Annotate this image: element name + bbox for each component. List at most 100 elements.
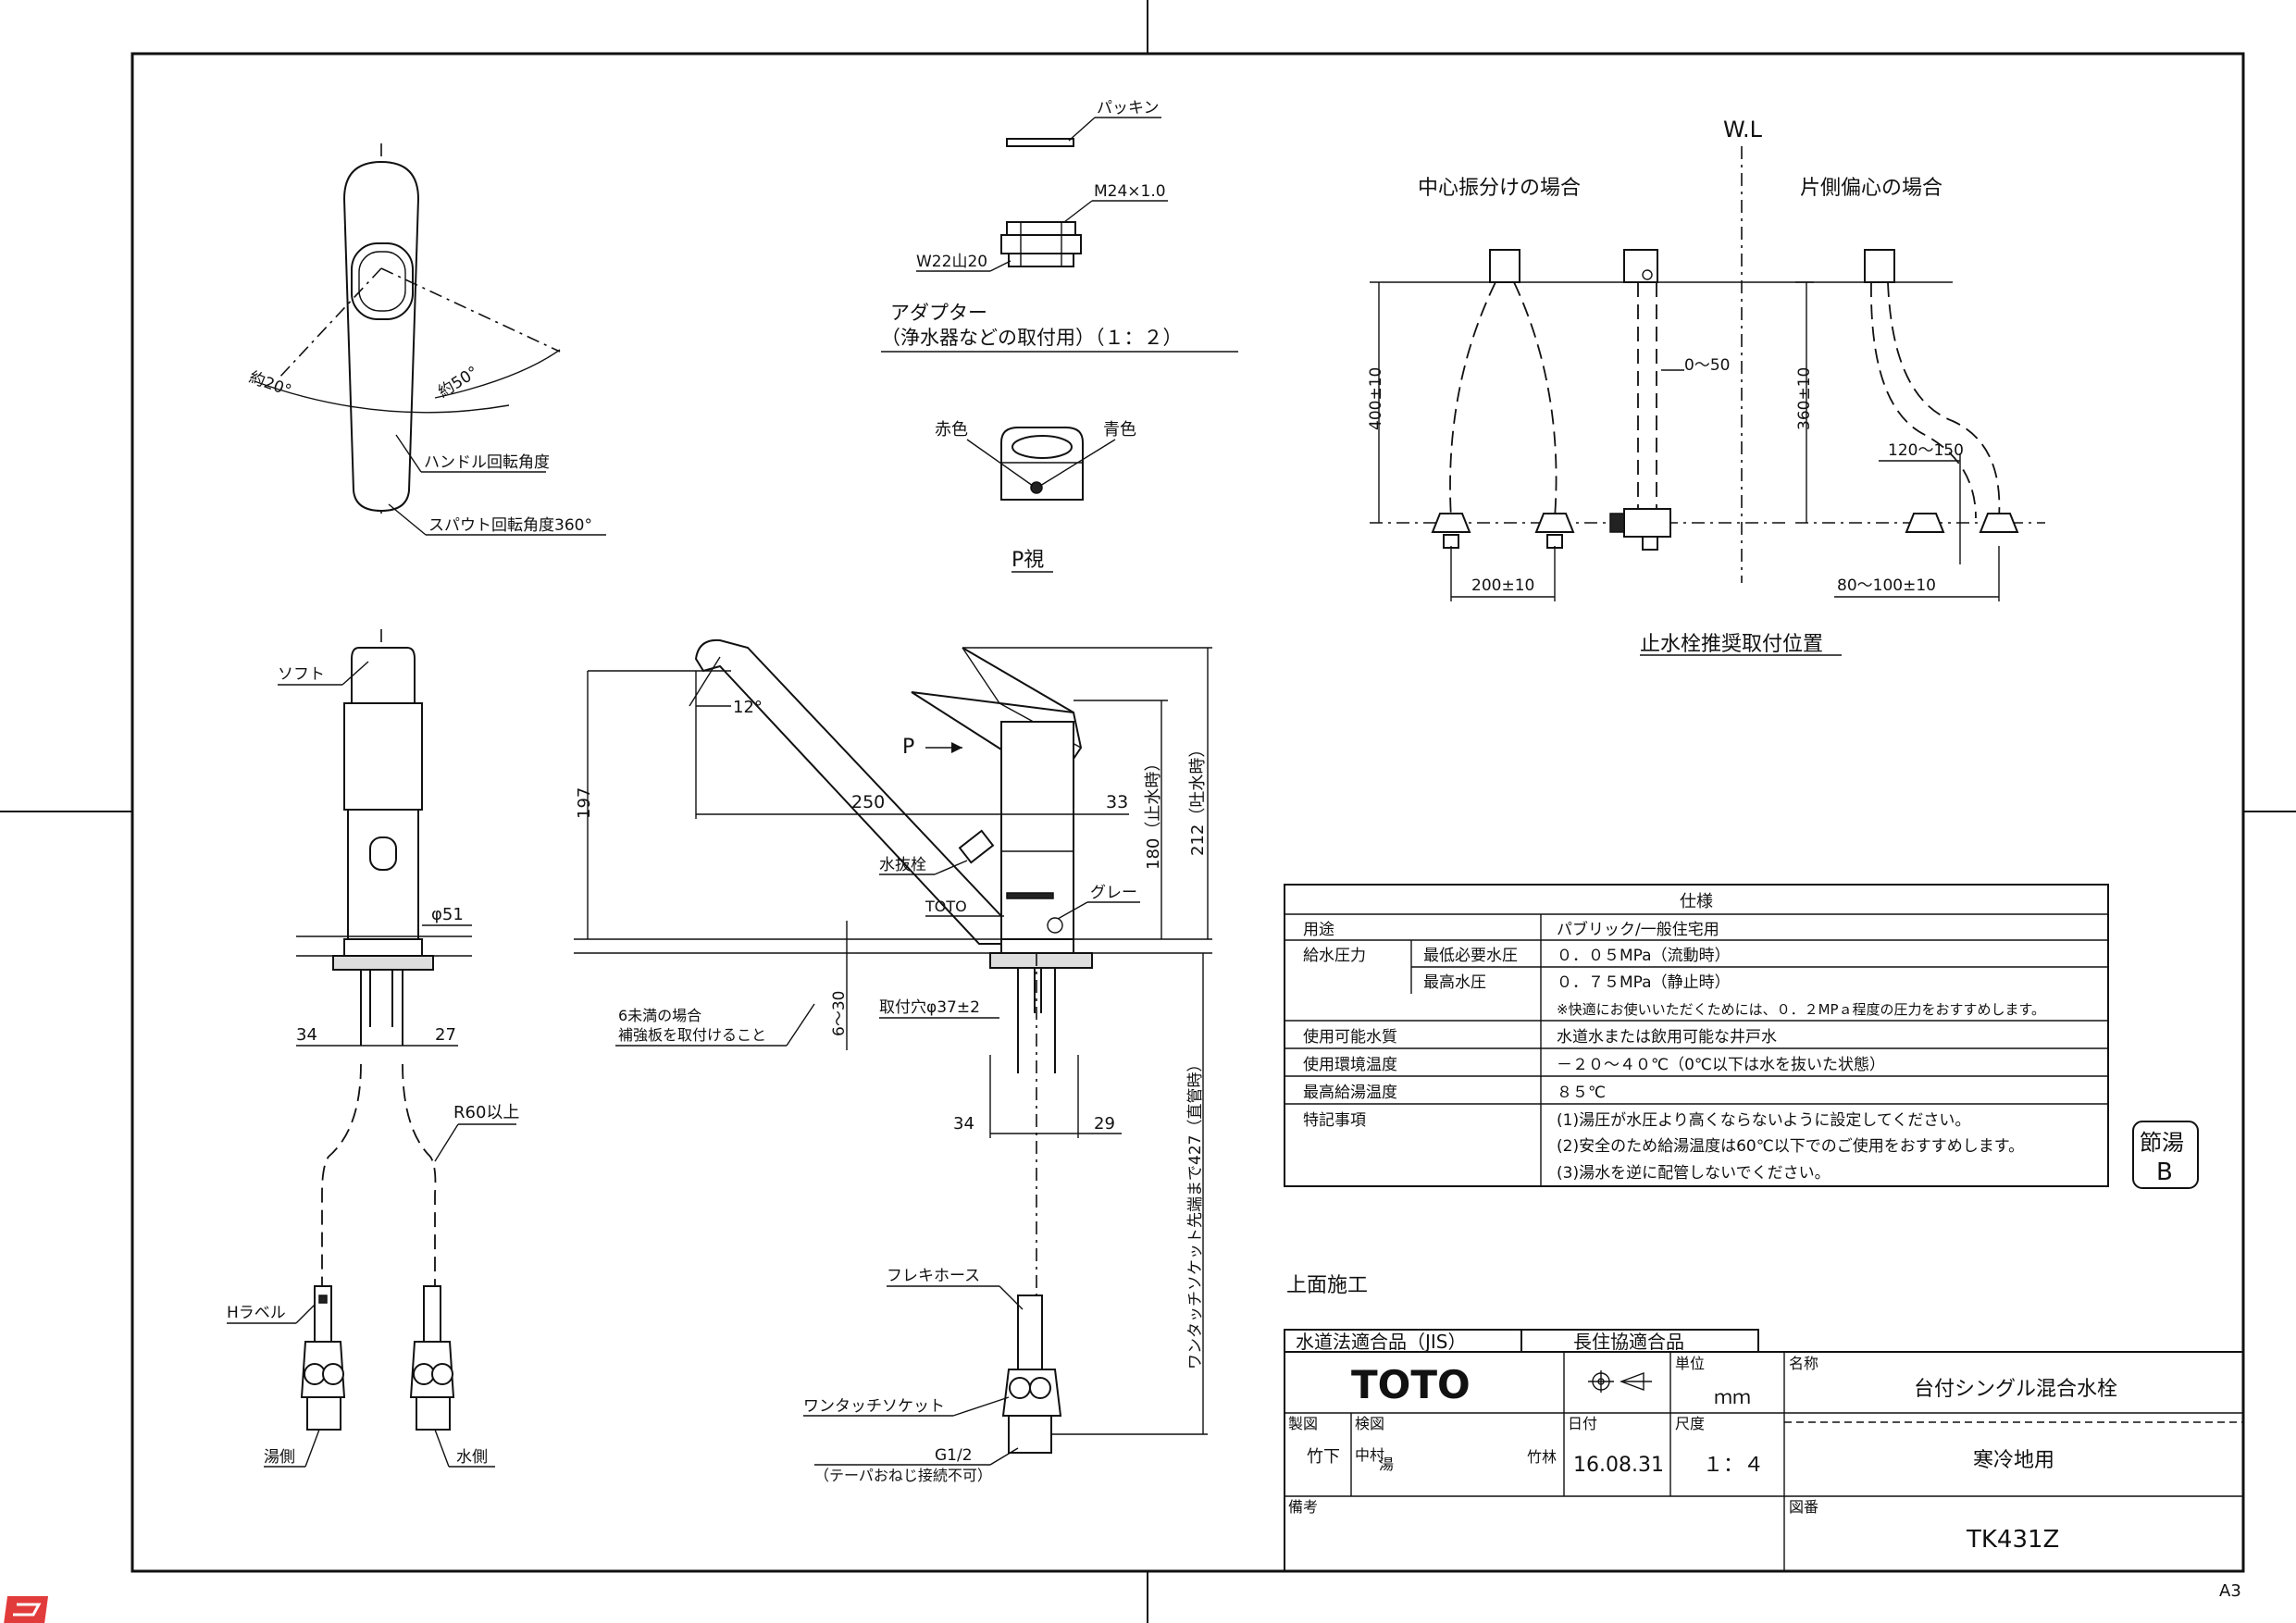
projection-symbol-icon — [1588, 1370, 1652, 1393]
spec-row-4-value: 水道水または飲用可能な井戸水 — [1557, 1028, 1777, 1047]
sheet-size-label: A3 — [2219, 1581, 2241, 1601]
dim-250: 250 — [851, 792, 885, 812]
drawn-label: 製図 — [1288, 1415, 1318, 1432]
dim-120-150: 120～150 — [1888, 441, 1964, 460]
angle-left-label: 約20° — [246, 368, 293, 401]
adapter-detail: パッキン M24×1.0 W22山20 アダプター （浄水器などの取付用）（１：… — [881, 99, 1238, 353]
angle-12-label: 12° — [733, 698, 763, 717]
front-view: φ51 34 27 ソフト R60以上 Hラベル 湯側 水側 — [227, 629, 519, 1468]
angle-right-label: 約50° — [435, 363, 482, 402]
spec-row-5-value: －２０～４０℃（0℃以下は水を抜いた状態） — [1557, 1056, 1885, 1074]
h-label: Hラベル — [227, 1304, 286, 1322]
unit-label: 単位 — [1675, 1355, 1705, 1372]
dim-34-front: 34 — [296, 1025, 317, 1045]
adapter-subtitle: （浄水器などの取付用）（１：２） — [881, 327, 1183, 349]
spec-row-1-label: 給水圧力 — [1303, 947, 1366, 965]
spec-row-2-value: ０．７５MPa（静止時） — [1557, 973, 1731, 992]
dim-34-side: 34 — [953, 1114, 974, 1134]
one-touch-socket-label: ワンタッチソケット — [803, 1397, 945, 1416]
drawing-number: TK431Z — [1966, 1526, 2059, 1554]
checker-1: 中村 — [1355, 1446, 1384, 1464]
spec-row-6-value: ８５℃ — [1557, 1084, 1606, 1102]
mount-thread-label: W22山20 — [916, 253, 987, 271]
packing-label: パッキン — [1097, 99, 1160, 118]
gray-label: グレー — [1090, 884, 1137, 902]
checked-label: 検図 — [1355, 1415, 1384, 1432]
spec-row-0-value: パブリック/一般住宅用 — [1557, 920, 1719, 939]
toto-mark-label: TOTO — [925, 898, 967, 915]
scale-label: 尺度 — [1675, 1415, 1705, 1432]
spec-row-3-value: ※快適にお使いいただくためには、０．２MPａ程度の圧力をおすすめします。 — [1557, 1001, 2045, 1018]
badge-line-1: 節湯 — [2140, 1130, 2184, 1156]
mount-hole-label: 取付穴φ37±2 — [879, 998, 980, 1017]
drawn-by: 竹下 — [1307, 1447, 1340, 1467]
p-view-title: P視 — [1011, 549, 1044, 572]
spec-table: 仕様 — [1284, 884, 2109, 1187]
dim-27-front: 27 — [435, 1025, 456, 1045]
p-view: 赤色 青色 P視 — [935, 420, 1136, 573]
dim-197: 197 — [575, 787, 594, 819]
cold-side-label: 水側 — [456, 1448, 488, 1467]
date-label: 日付 — [1568, 1415, 1597, 1432]
r60-label: R60以上 — [453, 1103, 519, 1122]
spec-row-5-label: 使用環境温度 — [1303, 1055, 1397, 1074]
valve-position-caption: 止水栓推奨取付位置 — [1640, 633, 1823, 656]
spec-row-9-value: (3)湯水を逆に配管しないでください。 — [1557, 1164, 1831, 1183]
reinforce-note-2: 補強板を取付けること — [618, 1026, 766, 1044]
dim-0-50: 0～50 — [1684, 356, 1730, 375]
dim-180: 180（止水時） — [1144, 755, 1163, 870]
dim-6-30: 6～30 — [830, 991, 849, 1036]
drawing-date: 16.08.31 — [1573, 1454, 1664, 1477]
adapter-title: アダプター — [890, 302, 987, 324]
spec-row-0-label: 用途 — [1303, 921, 1334, 939]
side-view: 12° 250 33 P 197 180（止水時） 212（吐水時） 水抜栓 T… — [574, 638, 1368, 1484]
dim-360: 360±10 — [1795, 367, 1814, 430]
valve-position-diagram: W.L 中心振分けの場合 片側偏心の場合 400±10 200±10 0～50 — [1367, 117, 2045, 656]
drawing-scale: １：４ — [1703, 1454, 1764, 1477]
product-name: 台付シングル混合水栓 — [1914, 1378, 2117, 1401]
unit-value: ｍｍ — [1714, 1386, 1751, 1408]
thread-label: M24×1.0 — [1094, 182, 1166, 201]
offset-case-title: 片側偏心の場合 — [1800, 177, 1942, 200]
top-install-label: 上面施工 — [1286, 1274, 1368, 1297]
remarks-label: 備考 — [1288, 1498, 1318, 1516]
g12-label: G1/2 — [935, 1446, 973, 1465]
blue-color-label: 青色 — [1103, 420, 1136, 440]
taper-note: （テーパおねじ接続不可） — [814, 1467, 992, 1484]
spec-row-2-sub: 最高水圧 — [1423, 973, 1486, 992]
setsuyu-badge: 節湯 B — [2132, 1121, 2199, 1189]
red-color-label: 赤色 — [935, 420, 968, 440]
flex-hose-label: フレキホース — [887, 1267, 980, 1285]
drawing-number-label: 図番 — [1789, 1498, 1818, 1516]
drain-plug-label: 水抜栓 — [879, 856, 926, 874]
dim-29-side: 29 — [1094, 1114, 1115, 1134]
jis-compliance: 水道法適合品（JIS） — [1296, 1331, 1467, 1353]
spec-row-6-label: 最高給湯温度 — [1303, 1084, 1397, 1102]
checker-2: 湯 — [1379, 1456, 1394, 1473]
spec-row-4-label: 使用可能水質 — [1303, 1027, 1397, 1047]
spout-rotation-label: スパウト回転角度360° — [428, 516, 592, 535]
badge-line-2: B — [2156, 1158, 2173, 1186]
product-variant: 寒冷地用 — [1973, 1449, 2054, 1472]
top-view: 約20° 約50° ハンドル回転角度 スパウト回転角度360° — [246, 143, 606, 536]
dia-51-label: φ51 — [431, 905, 464, 924]
spec-row-1-sub: 最低必要水圧 — [1423, 947, 1518, 965]
toto-brand-logo: TOTO — [1351, 1362, 1471, 1407]
dim-80-100: 80～100±10 — [1837, 576, 1936, 595]
name-label: 名称 — [1789, 1355, 1818, 1372]
soft-label: ソフト — [278, 665, 325, 684]
p-arrow-label: P — [902, 736, 914, 759]
spec-row-7-value: (1)湯圧が水圧より高くならないように設定してください。 — [1557, 1111, 1970, 1130]
reinforce-note-1: 6未満の場合 — [618, 1007, 701, 1024]
dim-200: 200±10 — [1471, 576, 1534, 595]
dim-33: 33 — [1106, 792, 1128, 812]
spec-row-8-value: (2)安全のため給湯温度は60℃以下でのご使用をおすすめします。 — [1557, 1136, 2024, 1156]
handle-rotation-label: ハンドル回転角度 — [424, 453, 550, 472]
dim-212: 212（吐水時） — [1188, 741, 1208, 856]
spec-title: 仕様 — [1680, 892, 1713, 911]
checker-3: 竹林 — [1527, 1448, 1557, 1466]
spec-row-7-label: 特記事項 — [1303, 1111, 1366, 1130]
spec-row-1-value: ０．０５MPa（流動時） — [1557, 947, 1731, 965]
